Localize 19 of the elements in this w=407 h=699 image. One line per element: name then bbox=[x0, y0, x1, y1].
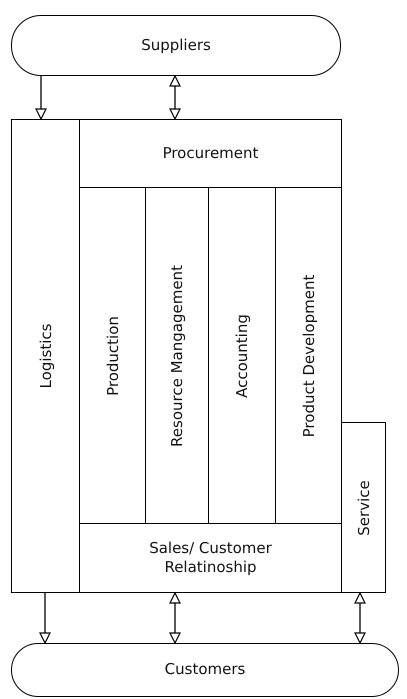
arrow bbox=[354, 592, 366, 644]
node-label: Suppliers bbox=[141, 36, 211, 56]
node-label: Customers bbox=[164, 660, 246, 680]
node-label: Product Development bbox=[300, 274, 318, 437]
arrow bbox=[39, 593, 51, 644]
arrow bbox=[169, 75, 181, 120]
arrow bbox=[169, 592, 181, 644]
process-box bbox=[11, 119, 80, 593]
node-label: Resource Mangagement bbox=[168, 264, 186, 446]
node-label: Service bbox=[354, 480, 372, 536]
arrow bbox=[35, 76, 47, 120]
node-label: Production bbox=[104, 316, 122, 396]
terminal-shape bbox=[11, 643, 399, 697]
node-label: Sales/ Customer Relatinoship bbox=[148, 538, 273, 578]
process-box bbox=[79, 119, 342, 188]
process-box bbox=[341, 422, 386, 593]
node-label: Procurement bbox=[162, 144, 258, 164]
node-label: Logistics bbox=[36, 324, 54, 388]
node-label: Accounting bbox=[233, 314, 251, 398]
